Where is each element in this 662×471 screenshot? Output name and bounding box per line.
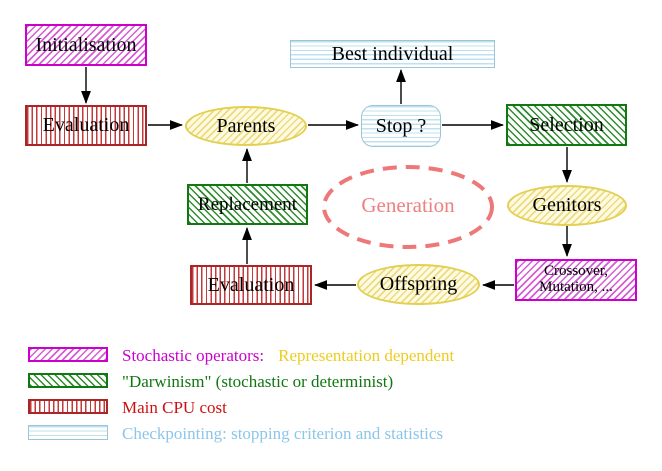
- node-parents: Parents: [185, 106, 307, 146]
- node-crossover-line1: Crossover,: [544, 263, 608, 280]
- node-offspring: Offspring: [357, 264, 480, 305]
- generation-label: Generation: [361, 193, 455, 217]
- node-stop-label: Stop ?: [375, 114, 427, 137]
- node-replacement: Replacement: [187, 184, 308, 225]
- legend-swatch-stochastic-operators: [28, 347, 108, 362]
- legend-item-stochastic-operators: Stochastic operators: Representation depe…: [122, 347, 454, 364]
- node-evaluation-top-label: Evaluation: [42, 114, 130, 136]
- node-evaluation-bottom-label: Evaluation: [207, 273, 295, 296]
- node-best-individual: Best individual: [290, 40, 495, 68]
- node-initialisation: Initialisation: [25, 24, 147, 66]
- node-stop: Stop ?: [361, 105, 441, 147]
- legend-label-main-cpu-cost: Main CPU cost: [122, 398, 227, 417]
- node-parents-label: Parents: [216, 114, 276, 137]
- legend-swatch-main-cpu-cost: [28, 399, 108, 414]
- legend-label-darwinism: "Darwinism" (stochastic or determinist): [122, 372, 394, 391]
- node-crossover-line2: Mutation, ...: [539, 279, 613, 295]
- legend-swatch-checkpointing: [28, 425, 108, 440]
- node-genitors-label: Genitors: [532, 194, 602, 216]
- legend-swatch-darwinism: [28, 373, 108, 388]
- generation-dashed-ellipse: [322, 165, 494, 249]
- node-best-individual-label: Best individual: [331, 42, 454, 65]
- legend-label-checkpointing: Checkpointing: stopping criterion and st…: [122, 424, 444, 443]
- node-evaluation-bottom: Evaluation: [190, 265, 312, 305]
- node-crossover-mutation: Crossover, Mutation, ...: [515, 259, 637, 301]
- node-selection-label: Selection: [529, 113, 604, 136]
- node-initialisation-label: Initialisation: [35, 33, 137, 56]
- node-genitors: Genitors: [507, 185, 627, 226]
- node-evaluation-top: Evaluation: [25, 105, 147, 146]
- node-selection: Selection: [506, 104, 627, 146]
- node-replacement-label: Replacement: [197, 193, 298, 215]
- legend-label-stochastic-operators: Stochastic operators:: [122, 346, 265, 365]
- node-offspring-label: Offspring: [379, 273, 458, 295]
- legend-label-representation-dependent: Representation dependent: [278, 346, 455, 365]
